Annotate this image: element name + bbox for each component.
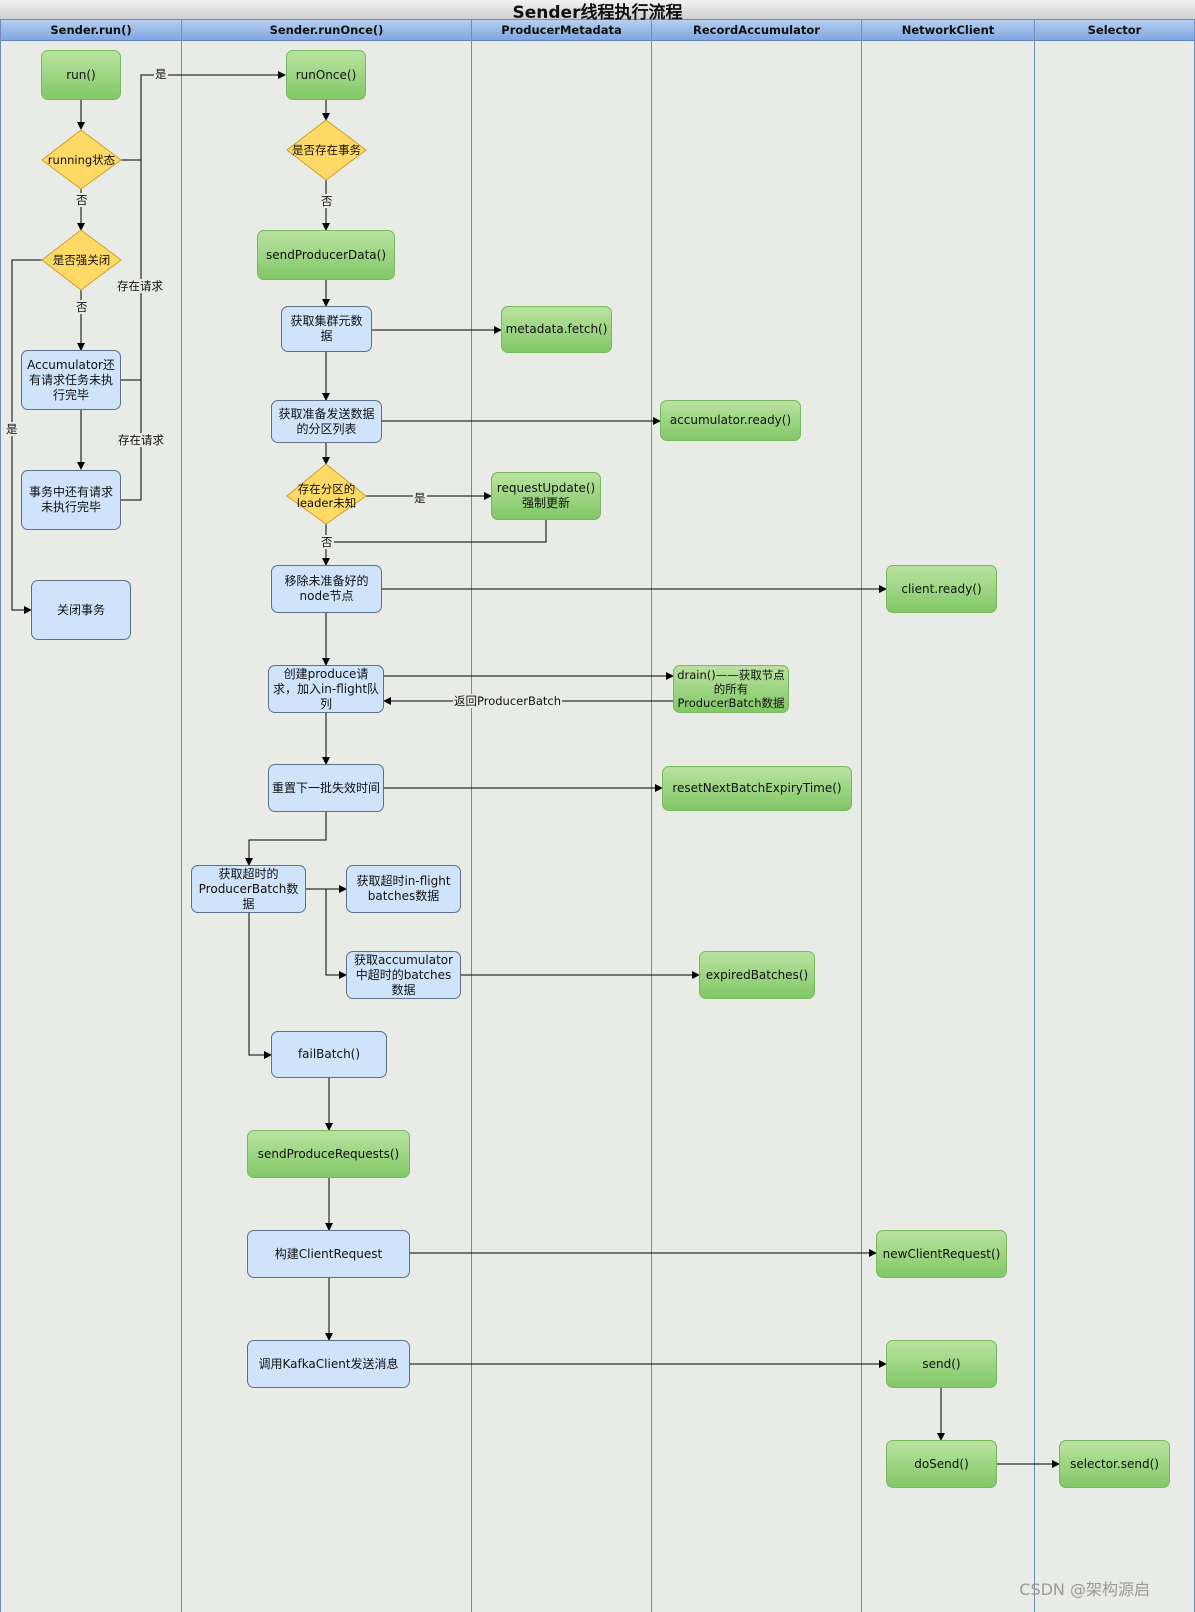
transaction-pending-node: 事务中还有请求未执行完毕 (21, 470, 121, 530)
lane-header: Sender.run() (1, 20, 181, 41)
remove-not-ready-node: 移除未准备好的node节点 (271, 565, 382, 613)
get-cluster-metadata-node: 获取集群元数据 (281, 306, 372, 352)
lane-header: Sender.runOnce() (182, 20, 471, 41)
label-yes-running: 是 (154, 67, 168, 81)
edge-timeout-batch-to-fail (248, 913, 272, 1059)
lane-sender-run: Sender.run() (0, 20, 181, 1612)
lane-record-accumulator: RecordAccumulator (651, 20, 861, 1612)
lane-header: RecordAccumulator (652, 20, 861, 41)
drain-node: drain()——获取节点的所有ProducerBatch数据 (673, 665, 789, 713)
running-state-decision: running状态 (47, 153, 116, 167)
leader-unknown-decision: 存在分区的leader未知 (296, 482, 357, 510)
label-no-force-close: 否 (75, 300, 89, 314)
edge-reset-to-timeout-batch (245, 812, 327, 866)
label-return-producer-batch: 返回ProducerBatch (453, 694, 563, 708)
force-close-decision: 是否强关闭 (52, 253, 111, 267)
do-send-node: doSend() (886, 1440, 997, 1488)
decision-running-shape (41, 129, 122, 190)
label-no-running: 否 (75, 193, 89, 207)
decision-leader-unknown-shape (286, 463, 367, 525)
edge-timeout-batch-to-acc-timeout (325, 889, 347, 979)
title-bar: Sender线程执行流程 (0, 0, 1195, 23)
label-has-request-1: 存在请求 (116, 279, 164, 293)
edge-txn-loop (121, 380, 142, 501)
send-produce-requests-node: sendProduceRequests() (247, 1130, 410, 1178)
get-ready-partitions-node: 获取准备发送数据的分区列表 (271, 400, 382, 443)
label-no-leader-unknown: 否 (320, 535, 334, 549)
lane-header: Selector (1035, 20, 1194, 41)
send-producer-data-node: sendProducerData() (257, 230, 395, 280)
lane-producer-metadata: ProducerMetadata (471, 20, 651, 1612)
accumulator-pending-node: Accumulator还有请求任务未执行完毕 (21, 350, 121, 410)
expired-batches-node: expiredBatches() (699, 951, 815, 999)
client-ready-node: client.ready() (886, 565, 997, 613)
create-produce-request-node: 创建produce请求，加入in-flight队列 (268, 665, 384, 713)
edge-request-update-back (326, 520, 547, 543)
edge-running-yes-to-runonce (121, 71, 286, 161)
watermark: CSDN @架构源启 (1019, 1580, 1150, 1599)
get-timeout-accumulator-node: 获取accumulator中超时的batches数据 (346, 951, 461, 999)
lane-network-client: NetworkClient (861, 20, 1034, 1612)
reset-expiry-node: 重置下一批失效时间 (268, 764, 384, 812)
run-node: run() (41, 50, 121, 100)
get-timeout-batch-node: 获取超时的ProducerBatch数据 (191, 865, 306, 913)
lane-sender-run-once: Sender.runOnce() (181, 20, 471, 1612)
edge-acc-loop (121, 160, 142, 381)
reset-next-batch-expiry-node: resetNextBatchExpiryTime() (662, 766, 852, 811)
new-client-request-node: newClientRequest() (876, 1230, 1007, 1278)
metadata-fetch-node: metadata.fetch() (501, 306, 612, 353)
label-has-request-2: 存在请求 (117, 433, 165, 447)
fail-batch-node: failBatch() (271, 1031, 387, 1078)
has-transaction-decision: 是否存在事务 (292, 143, 361, 157)
request-update-node: requestUpdate()强制更新 (491, 472, 601, 520)
decision-has-txn-shape (286, 119, 367, 181)
lane-header: NetworkClient (862, 20, 1034, 41)
close-transaction-node: 关闭事务 (31, 580, 131, 640)
accumulator-ready-node: accumulator.ready() (660, 400, 801, 441)
label-yes-leader-unknown: 是 (413, 491, 427, 505)
selector-send-node: selector.send() (1059, 1440, 1170, 1488)
run-once-node: runOnce() (286, 50, 366, 100)
label-yes-force-close: 是 (5, 422, 19, 436)
decision-force-close-shape (41, 229, 122, 291)
get-timeout-inflight-node: 获取超时in-flight batches数据 (346, 865, 461, 913)
diagram-title: Sender线程执行流程 (512, 3, 683, 23)
send-node: send() (886, 1340, 997, 1388)
label-no-has-txn: 否 (320, 194, 334, 208)
call-kafka-client-node: 调用KafkaClient发送消息 (247, 1340, 410, 1388)
build-client-request-node: 构建ClientRequest (247, 1230, 410, 1278)
lane-header: ProducerMetadata (472, 20, 651, 41)
